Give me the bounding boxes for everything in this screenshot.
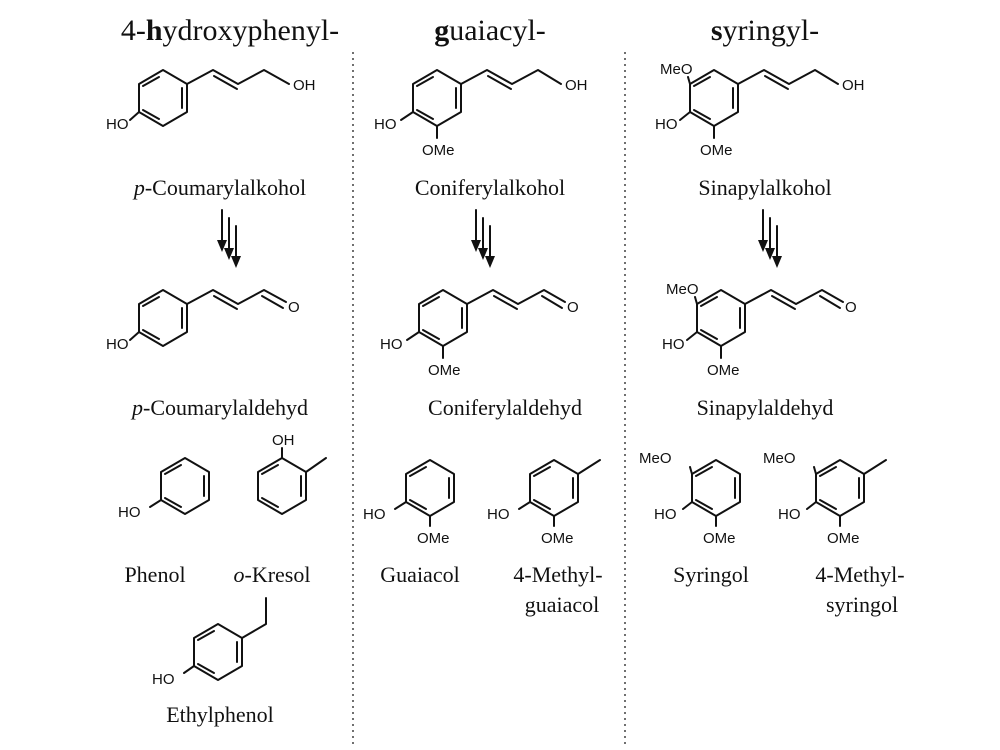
atom-oh: OH	[842, 77, 865, 94]
triple-arrow-s	[758, 209, 782, 268]
structure-p-coumarylaldehyd: O HO	[106, 289, 300, 353]
header-hydroxyphenyl: 4-hydroxyphenyl-	[121, 14, 339, 47]
atom-ome: OMe	[422, 142, 455, 159]
label-guaiacol-line2: guaiacol	[525, 592, 600, 617]
header-syringyl: syringyl-	[711, 14, 819, 47]
structure-o-kresol: OH	[257, 432, 327, 515]
structure-4-methylsyringol: MeO HO OMe	[763, 450, 887, 547]
structure-guaiacol: HO OMe	[363, 459, 455, 547]
triple-arrow-g	[471, 209, 495, 268]
atom-o: O	[288, 299, 300, 316]
structure-sinapylalkohol: OH MeO HO OMe	[655, 61, 865, 159]
label-syringol-line2: syringol	[826, 592, 898, 617]
atom-oh: OH	[293, 77, 316, 94]
atom-meo: MeO	[660, 61, 693, 78]
atom-meo: MeO	[666, 281, 699, 298]
atom-ho: HO	[106, 116, 129, 133]
atom-oh: OH	[272, 432, 295, 449]
atom-ome: OMe	[703, 530, 736, 547]
label-phenol: Phenol	[124, 562, 185, 587]
label-sinapylalkohol: Sinapylalkohol	[698, 175, 831, 200]
structure-4-methylguaiacol: HO OMe	[487, 459, 601, 547]
atom-ho: HO	[778, 506, 801, 523]
atom-ho: HO	[118, 504, 141, 521]
structure-sinapylaldehyd: O MeO HO OMe	[662, 281, 857, 379]
label-coniferylaldehyd: Coniferylaldehyd	[428, 395, 582, 420]
atom-ho: HO	[106, 336, 129, 353]
atom-ome: OMe	[417, 530, 450, 547]
atom-ho: HO	[380, 336, 403, 353]
atom-meo: MeO	[639, 450, 672, 467]
structure-coniferylalkohol: OH HO OMe	[374, 69, 588, 159]
structure-p-coumarylalkohol: OH HO	[106, 69, 316, 133]
atom-ome: OMe	[700, 142, 733, 159]
atom-ho: HO	[152, 671, 175, 688]
label-sinapylaldehyd: Sinapylaldehyd	[697, 395, 834, 420]
atom-ho: HO	[374, 116, 397, 133]
structure-syringol: MeO HO OMe	[639, 450, 741, 547]
atom-oh: OH	[565, 77, 588, 94]
atom-ome: OMe	[707, 362, 740, 379]
atom-ho: HO	[655, 116, 678, 133]
label-ethylphenol: Ethylphenol	[166, 702, 274, 727]
atom-ome: OMe	[827, 530, 860, 547]
structure-coniferylaldehyd: O HO OMe	[380, 289, 579, 379]
atom-ho: HO	[487, 506, 510, 523]
atom-ome: OMe	[428, 362, 461, 379]
atom-o: O	[567, 299, 579, 316]
atom-o: O	[845, 299, 857, 316]
label-syringol: Syringol	[673, 562, 749, 587]
atom-ho: HO	[363, 506, 386, 523]
label-p-coumarylalkohol: p-Coumarylalkohol	[132, 175, 306, 200]
atom-ho: HO	[654, 506, 677, 523]
label-o-kresol: o-Kresol	[234, 562, 311, 587]
atom-ho: HO	[662, 336, 685, 353]
atom-meo: MeO	[763, 450, 796, 467]
triple-arrow-h	[217, 209, 241, 268]
label-p-coumarylaldehyd: p-Coumarylaldehyd	[130, 395, 308, 420]
label-coniferylalkohol: Coniferylalkohol	[415, 175, 565, 200]
structure-phenol: HO	[118, 457, 210, 521]
atom-ome: OMe	[541, 530, 574, 547]
label-4-methyl-line1: 4-Methyl-	[513, 562, 602, 587]
structure-ethylphenol: HO	[152, 597, 267, 688]
header-guaiacyl: guaiacyl-	[434, 14, 546, 47]
label-guaiacol: Guaiacol	[380, 562, 459, 587]
label-4-methyl-line1-s: 4-Methyl-	[815, 562, 904, 587]
